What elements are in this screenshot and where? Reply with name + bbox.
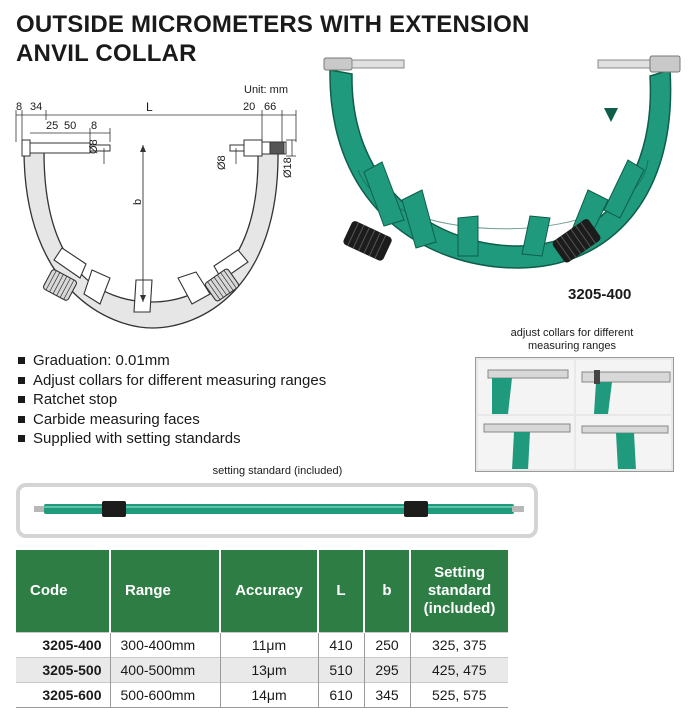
cell-b: 345: [364, 681, 411, 707]
green-collar-left: [343, 221, 392, 261]
feature-item: Ratchet stop: [18, 390, 326, 410]
feature-list: Graduation: 0.01mm Adjust collars for di…: [18, 351, 326, 449]
feature-item: Carbide measuring faces: [18, 410, 326, 430]
table-row: 3205-400 300-400mm 11μm 410 250 325, 375: [16, 631, 508, 657]
bullet-icon: [18, 435, 25, 443]
dim-8-mid: 8: [91, 120, 98, 132]
spec-table: Code Range Accuracy L b Setting standard…: [16, 550, 508, 708]
dim-66: 66: [264, 101, 277, 113]
cell-code: 3205-600: [16, 681, 111, 707]
spindle-right: [229, 139, 287, 157]
collar-photo: [478, 415, 574, 469]
cell-L: 610: [318, 681, 365, 707]
cell-accuracy: 13μm: [220, 656, 319, 682]
collar-photo: [575, 360, 671, 414]
bullet-icon: [18, 376, 25, 384]
dimension-lines: [15, 110, 297, 164]
setting-standard-caption: setting standard (included): [212, 465, 343, 477]
dim-8-left: 8: [16, 101, 23, 113]
collar-photo: [478, 360, 574, 414]
collar-photo: [575, 415, 671, 469]
anvil-left: [21, 139, 111, 157]
table-header-row: Code Range Accuracy L b Setting standard…: [16, 550, 508, 632]
cell-range: 300-400mm: [110, 631, 221, 657]
collar-left: [42, 269, 78, 301]
dim-phi18: Ø18: [282, 157, 294, 178]
cell-b: 250: [364, 631, 411, 657]
cell-L: 410: [318, 631, 365, 657]
dim-b: b: [132, 198, 144, 205]
model-label: 3205-400: [568, 286, 632, 303]
cell-code: 3205-400: [16, 631, 111, 657]
collar-photo-grid: [475, 357, 674, 472]
dim-50: 50: [64, 120, 77, 132]
brand-mark: [604, 108, 618, 122]
dimension-drawing: [15, 110, 297, 329]
dim-phi8-left: Ø8: [88, 139, 100, 154]
cell-b: 295: [364, 656, 411, 682]
table-row: 3205-500 400-500mm 13μm 510 295 425, 475: [16, 656, 508, 682]
bullet-icon: [18, 357, 25, 365]
header-range: Range: [110, 550, 221, 632]
dim-20: 20: [243, 101, 256, 113]
collar-right: [204, 268, 240, 302]
photo-anvil: [323, 57, 405, 71]
micrometer-photo: [323, 55, 681, 269]
photo-spindle: [597, 55, 681, 73]
header-code: Code: [16, 550, 111, 632]
title-line-1: OUTSIDE MICROMETERS WITH EXTENSION: [16, 11, 530, 38]
dim-L: L: [146, 100, 153, 114]
cell-standard: 325, 375: [410, 631, 508, 657]
collar-caption: adjust collars for different measuring r…: [510, 327, 634, 352]
header-setting-standard: Setting standard (included): [410, 550, 508, 632]
cell-standard: 525, 575: [410, 681, 508, 707]
green-collar-right: [552, 219, 601, 263]
header-L: L: [318, 550, 365, 632]
cell-accuracy: 14μm: [220, 681, 319, 707]
cell-accuracy: 11μm: [220, 631, 319, 657]
setting-standard-rod: [34, 501, 524, 517]
page-title: OUTSIDE MICROMETERS WITH EXTENSION ANVIL…: [16, 10, 529, 68]
feature-item: Supplied with setting standards: [18, 429, 326, 449]
table-row: 3205-600 500-600mm 14μm 610 345 525, 575: [16, 681, 508, 707]
cell-range: 500-600mm: [110, 681, 221, 707]
dim-34: 34: [30, 101, 43, 113]
header-b: b: [364, 550, 411, 632]
cell-range: 400-500mm: [110, 656, 221, 682]
cell-code: 3205-500: [16, 656, 111, 682]
header-accuracy: Accuracy: [220, 550, 319, 632]
dim-25: 25: [46, 120, 59, 132]
unit-label: Unit: mm: [244, 84, 288, 96]
dim-phi8-right: Ø8: [216, 155, 228, 170]
cell-standard: 425, 475: [410, 656, 508, 682]
title-line-2: ANVIL COLLAR: [16, 40, 197, 67]
bullet-icon: [18, 396, 25, 404]
feature-item: Graduation: 0.01mm: [18, 351, 326, 371]
feature-item: Adjust collars for different measuring r…: [18, 371, 326, 391]
cell-L: 510: [318, 656, 365, 682]
setting-standard-box: [16, 483, 538, 538]
bullet-icon: [18, 415, 25, 423]
